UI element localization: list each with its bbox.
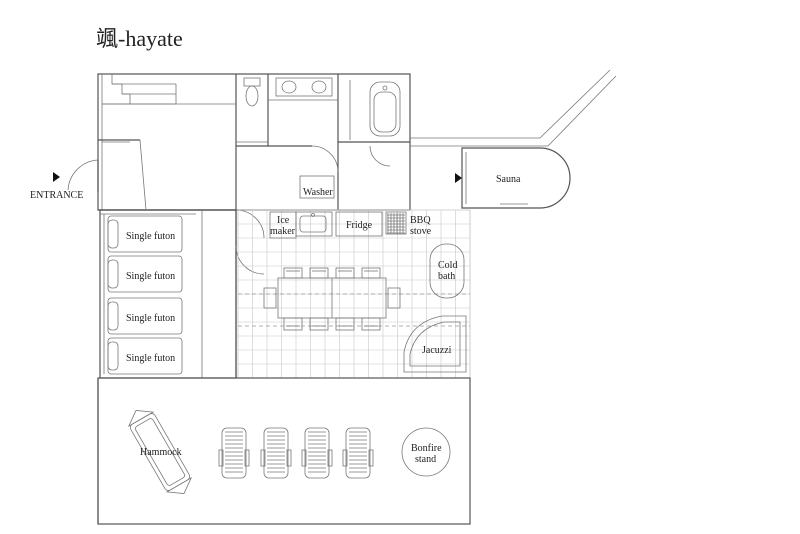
dining-chair xyxy=(263,287,277,309)
fridge-label: Fridge xyxy=(346,220,373,231)
bbq-label-1: BBQ xyxy=(410,215,431,226)
futon-label: Single futon xyxy=(126,313,175,324)
single-futon: Single futon xyxy=(107,337,183,375)
dining-chair xyxy=(309,267,329,279)
pillow-icon xyxy=(107,341,119,371)
dining-chair xyxy=(361,317,381,331)
deck-chair xyxy=(342,427,374,479)
door-arc xyxy=(369,145,391,167)
pillow-icon xyxy=(107,259,119,289)
hammock-label: Hammock xyxy=(140,447,182,458)
pillow-icon xyxy=(107,301,119,331)
bbq-stove: BBQ stove xyxy=(385,211,432,237)
bonfire-stand: Bonfire stand xyxy=(401,427,451,477)
door-arc xyxy=(235,209,265,239)
bonfire-label-1: Bonfire xyxy=(411,443,442,454)
dining-chair xyxy=(309,317,329,331)
dining-table xyxy=(263,267,401,331)
ice-maker-label-2: maker xyxy=(270,226,296,237)
door-arc xyxy=(235,245,265,275)
washer-area: Washer xyxy=(299,145,339,199)
washbasin-icon xyxy=(275,77,333,97)
outdoor-area xyxy=(97,377,471,525)
deck-chair-group xyxy=(218,427,374,479)
deck-chair xyxy=(260,427,292,479)
sink-icon xyxy=(295,211,333,237)
pillow-icon xyxy=(107,219,119,249)
jacuzzi-label: Jacuzzi xyxy=(422,345,452,356)
dining-chair xyxy=(283,317,303,331)
staircase xyxy=(102,74,236,105)
futon-label: Single futon xyxy=(126,271,175,282)
toilet-icon xyxy=(243,77,261,107)
cold-bath: Cold bath xyxy=(429,243,465,299)
jacuzzi: Jacuzzi xyxy=(403,315,467,373)
dining-chair xyxy=(387,287,401,309)
plan-title: 颯-hayate xyxy=(96,26,183,51)
ice-maker: Ice maker xyxy=(269,211,297,239)
futon-label: Single futon xyxy=(126,231,175,242)
washer-label: Washer xyxy=(303,187,333,198)
single-futon: Single futon xyxy=(107,255,183,293)
cold-bath-label-2: bath xyxy=(438,271,455,282)
bonfire-label-2: stand xyxy=(415,454,436,465)
dining-chair xyxy=(283,267,303,279)
sauna-arrow-icon xyxy=(455,173,462,183)
entrance-arrow-icon xyxy=(53,172,60,182)
entrance-door: ENTRANCE xyxy=(30,159,99,201)
sauna-label: Sauna xyxy=(496,174,521,185)
futon-label: Single futon xyxy=(126,353,175,364)
deck-chair xyxy=(218,427,250,479)
single-futon: Single futon xyxy=(107,215,183,253)
dining-chair xyxy=(335,267,355,279)
cold-bath-label-1: Cold xyxy=(438,260,457,271)
sauna-area: Sauna xyxy=(410,69,617,209)
dining-chair xyxy=(335,317,355,331)
dining-chair xyxy=(361,267,381,279)
fridge: Fridge xyxy=(335,211,383,237)
hammock: Hammock xyxy=(127,410,193,494)
single-futon: Single futon xyxy=(107,297,183,335)
bbq-label-2: stove xyxy=(410,226,432,237)
deck-chair xyxy=(301,427,333,479)
bathtub-icon xyxy=(349,80,401,140)
entrance-label: ENTRANCE xyxy=(30,190,83,201)
ice-maker-label-1: Ice xyxy=(277,215,290,226)
